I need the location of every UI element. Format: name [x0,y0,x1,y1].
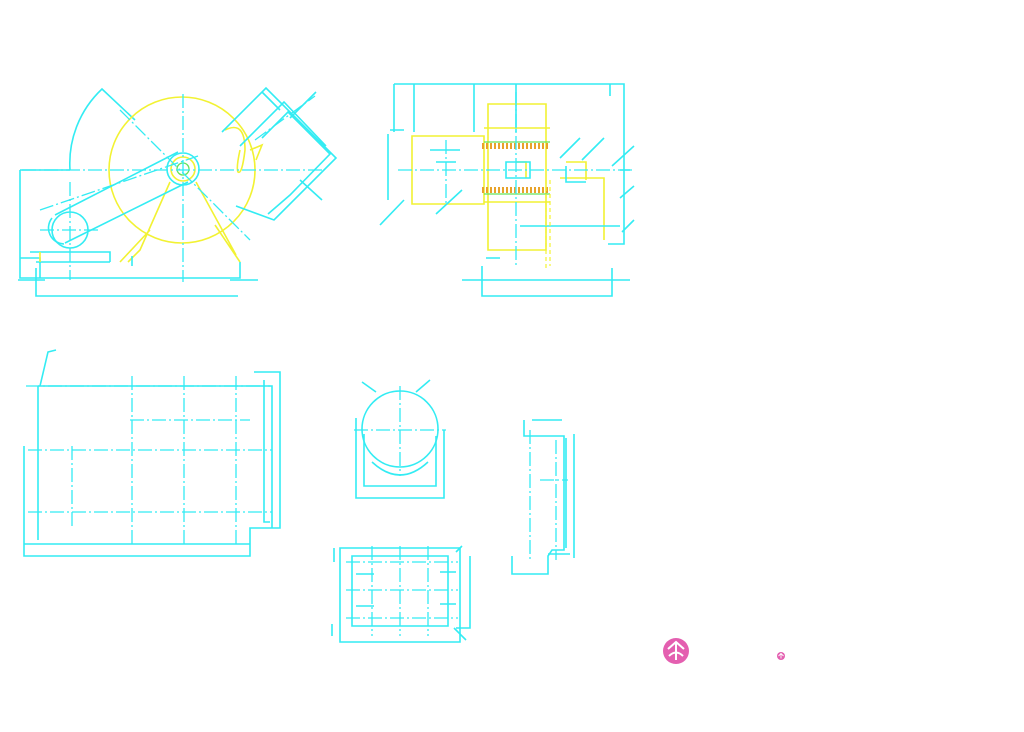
plan-view [23,349,281,557]
plan-right-rail [263,380,270,523]
bracket-centerline [529,430,568,562]
side-housing [484,103,550,251]
bracket-inner [548,438,570,555]
rotated-cover [221,86,338,221]
frame-legs [39,181,241,263]
bracket-outline [511,419,575,575]
bracket-detail-view [511,419,575,575]
plan-base-rails [24,349,250,545]
centerline-diagonal [39,95,316,241]
side-elevation-view [379,83,635,297]
gear-rim [484,141,550,195]
cam-lobe [224,126,264,174]
detail-inner [351,545,467,641]
cover-inner [261,110,332,215]
small-plan-detail-view [331,545,471,643]
side-diagonals [379,137,635,233]
end-centerlines [354,386,446,476]
watermark-logo-small [777,652,785,660]
detail-outer [331,547,471,643]
front-elevation-view [18,86,338,297]
detail-centerlines [346,546,458,636]
plan-gridlines-h [26,385,272,513]
side-shaft [411,135,605,240]
side-centerline [398,92,634,266]
foot-left [20,257,41,278]
plan-gridlines-v [71,376,237,546]
plan-outline [23,371,281,557]
side-dim-ticks [390,84,630,171]
watermark-logo-large [663,638,689,664]
dim-ticks-bottom [18,256,258,281]
side-outer-frame [387,83,625,245]
centerline-crank [40,182,98,280]
side-inner-lines [430,149,620,227]
side-base [462,257,630,297]
end-ears [361,379,431,393]
end-detail-view [354,379,446,499]
crank-arm [47,151,189,245]
guard-arc [68,87,136,171]
side-dashed-axis [545,180,551,268]
